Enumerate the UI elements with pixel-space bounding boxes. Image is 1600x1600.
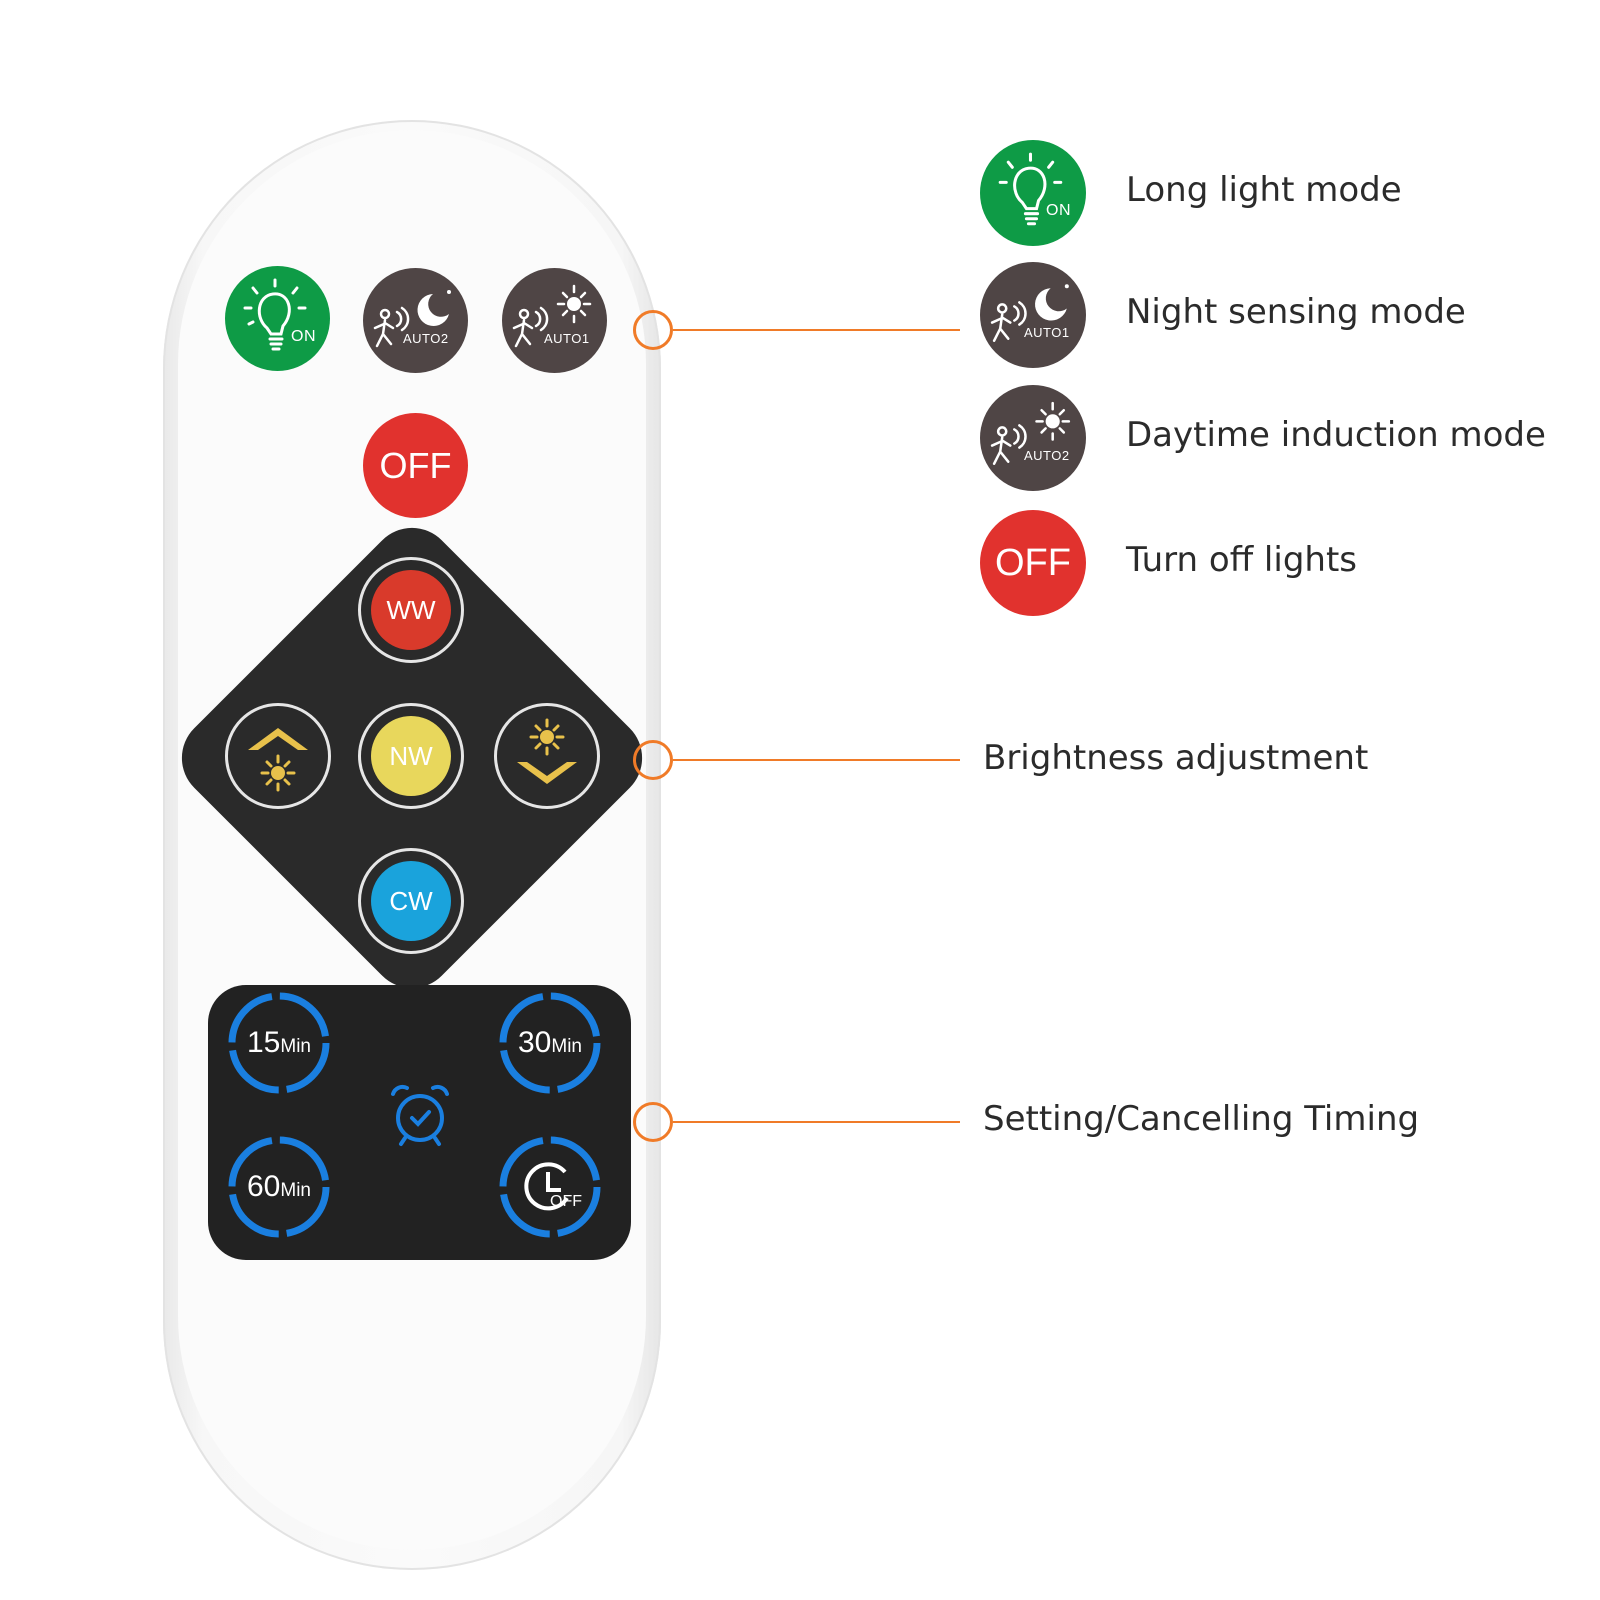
bulb-icon — [998, 152, 1063, 226]
timer-ring — [228, 992, 330, 1094]
brightness-up-button[interactable] — [225, 703, 331, 809]
ww-button[interactable]: WW — [358, 557, 464, 663]
callout-dot-modes — [633, 310, 673, 350]
timer-60-unit: Min — [280, 1180, 311, 1201]
motion-moon-icon — [373, 290, 451, 348]
timer-15-unit: Min — [280, 1036, 311, 1057]
legend-label-daytime: Daytime induction mode — [1126, 415, 1546, 455]
legend-label-long-light: Long light mode — [1126, 170, 1402, 210]
cw-label: CW — [371, 861, 451, 941]
timer-ring — [499, 992, 601, 1094]
callout-brightness-text: Brightness adjustment — [983, 738, 1369, 778]
legend-label-off: Turn off lights — [1126, 540, 1357, 580]
legend-auto1-badge: AUTO1 — [980, 262, 1086, 368]
timer-off-label: OFF — [550, 1193, 582, 1210]
auto2-button[interactable]: AUTO2 — [363, 268, 468, 373]
brightness-down-button[interactable] — [494, 703, 600, 809]
legend-auto2-badge: AUTO2 — [980, 385, 1086, 491]
callout-line-modes — [673, 329, 960, 331]
auto2-label: AUTO2 — [403, 331, 449, 346]
callout-line-timing — [673, 1121, 960, 1123]
legend-auto2-label: AUTO2 — [1024, 448, 1070, 463]
motion-sun-icon — [990, 401, 1071, 466]
legend-auto1-label: AUTO1 — [1024, 325, 1070, 340]
legend-on-label: ON — [1046, 202, 1071, 219]
timer-60-number: 60 — [247, 1170, 281, 1203]
callout-dot-brightness — [633, 740, 673, 780]
alarm-clock-icon — [391, 1084, 449, 1146]
callout-timing-text: Setting/Cancelling Timing — [983, 1099, 1420, 1139]
timer-off-button[interactable]: OFF — [497, 1134, 603, 1240]
auto1-label: AUTO1 — [544, 331, 590, 346]
timer-30-number: 30 — [518, 1026, 552, 1059]
legend-off-label: OFF — [995, 541, 1071, 584]
ww-label: WW — [371, 570, 451, 650]
timer-30-unit: Min — [551, 1036, 582, 1057]
on-label: ON — [291, 328, 316, 345]
cw-button[interactable]: CW — [358, 848, 464, 954]
brightness-up-icon — [248, 728, 308, 792]
callout-line-brightness — [673, 759, 960, 761]
nw-button[interactable]: NW — [358, 703, 464, 809]
brightness-down-icon — [517, 718, 577, 784]
bulb-icon — [243, 278, 307, 351]
nw-label: NW — [371, 716, 451, 796]
motion-sun-icon — [512, 284, 592, 348]
on-button[interactable]: ON — [225, 266, 330, 371]
legend-on-badge: ON — [980, 140, 1086, 246]
off-label: OFF — [379, 444, 452, 486]
callout-dot-timing — [633, 1102, 673, 1142]
timer-15-number: 15 — [247, 1026, 281, 1059]
timer-ring — [228, 1136, 330, 1238]
timer-off-icon — [499, 1136, 601, 1238]
legend-label-night: Night sensing mode — [1126, 292, 1466, 332]
legend-off-badge: OFF — [980, 510, 1086, 616]
off-button[interactable]: OFF — [363, 413, 468, 518]
auto1-button[interactable]: AUTO1 — [502, 268, 607, 373]
motion-moon-icon — [990, 284, 1069, 343]
